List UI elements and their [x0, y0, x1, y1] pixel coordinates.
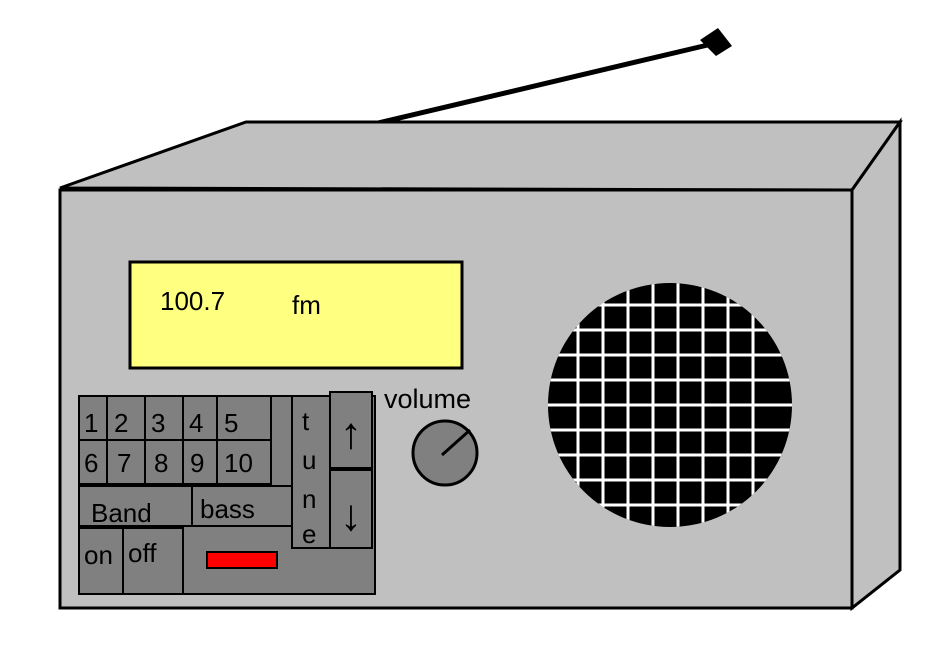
tune-label: t u n e — [291, 395, 331, 549]
arrow-down-icon: ↓ — [340, 491, 362, 540]
preset-label: 5 — [224, 408, 238, 438]
power-indicator-light — [206, 551, 278, 569]
tune-letter: u — [302, 445, 316, 475]
tune-down-button[interactable]: ↓ — [329, 469, 373, 549]
preset-button-5[interactable]: 5 — [216, 395, 272, 441]
preset-label: 6 — [84, 448, 98, 478]
bass-button-label: bass — [200, 494, 255, 524]
band-value: fm — [292, 290, 321, 320]
preset-button-3[interactable]: 3 — [144, 395, 184, 441]
band-button-label: Band — [91, 498, 152, 528]
preset-label: 4 — [189, 408, 203, 438]
tune-letter: n — [302, 484, 316, 514]
frequency-value: 100.7 — [160, 286, 225, 316]
volume-label: volume — [384, 384, 471, 414]
preset-button-8[interactable]: 8 — [144, 439, 184, 485]
bass-button[interactable]: bass — [191, 485, 293, 527]
speaker-grille-icon — [548, 283, 792, 527]
band-button[interactable]: Band — [78, 485, 193, 528]
preset-button-1[interactable]: 1 — [78, 395, 108, 441]
preset-button-9[interactable]: 9 — [182, 439, 218, 485]
tune-letter: t — [302, 406, 310, 436]
preset-button-7[interactable]: 7 — [106, 439, 146, 485]
off-button-label: off — [128, 538, 157, 568]
preset-button-4[interactable]: 4 — [182, 395, 218, 441]
volume-knob-indicator — [441, 428, 471, 457]
keypad-panel: 1 2 3 4 5 6 7 8 — [78, 391, 376, 595]
preset-button-6[interactable]: 6 — [78, 439, 108, 485]
preset-button-2[interactable]: 2 — [106, 395, 146, 441]
tune-up-button[interactable]: ↑ — [329, 391, 373, 469]
arrow-up-icon: ↑ — [340, 409, 362, 458]
preset-label: 3 — [151, 408, 165, 438]
off-button[interactable]: off — [122, 527, 184, 595]
preset-label: 2 — [114, 408, 128, 438]
preset-label: 10 — [224, 448, 253, 478]
on-button[interactable]: on — [78, 527, 124, 595]
preset-label: 1 — [84, 408, 98, 438]
preset-label: 7 — [117, 448, 131, 478]
preset-button-10[interactable]: 10 — [216, 439, 272, 485]
tune-letter: e — [302, 519, 316, 549]
on-button-label: on — [84, 540, 113, 570]
radio-top-face — [59, 120, 903, 192]
preset-label: 8 — [154, 448, 168, 478]
radio-side-face — [850, 117, 902, 612]
volume-knob[interactable] — [411, 419, 479, 487]
preset-label: 9 — [190, 448, 204, 478]
frequency-display: 100.7 fm — [128, 260, 464, 370]
